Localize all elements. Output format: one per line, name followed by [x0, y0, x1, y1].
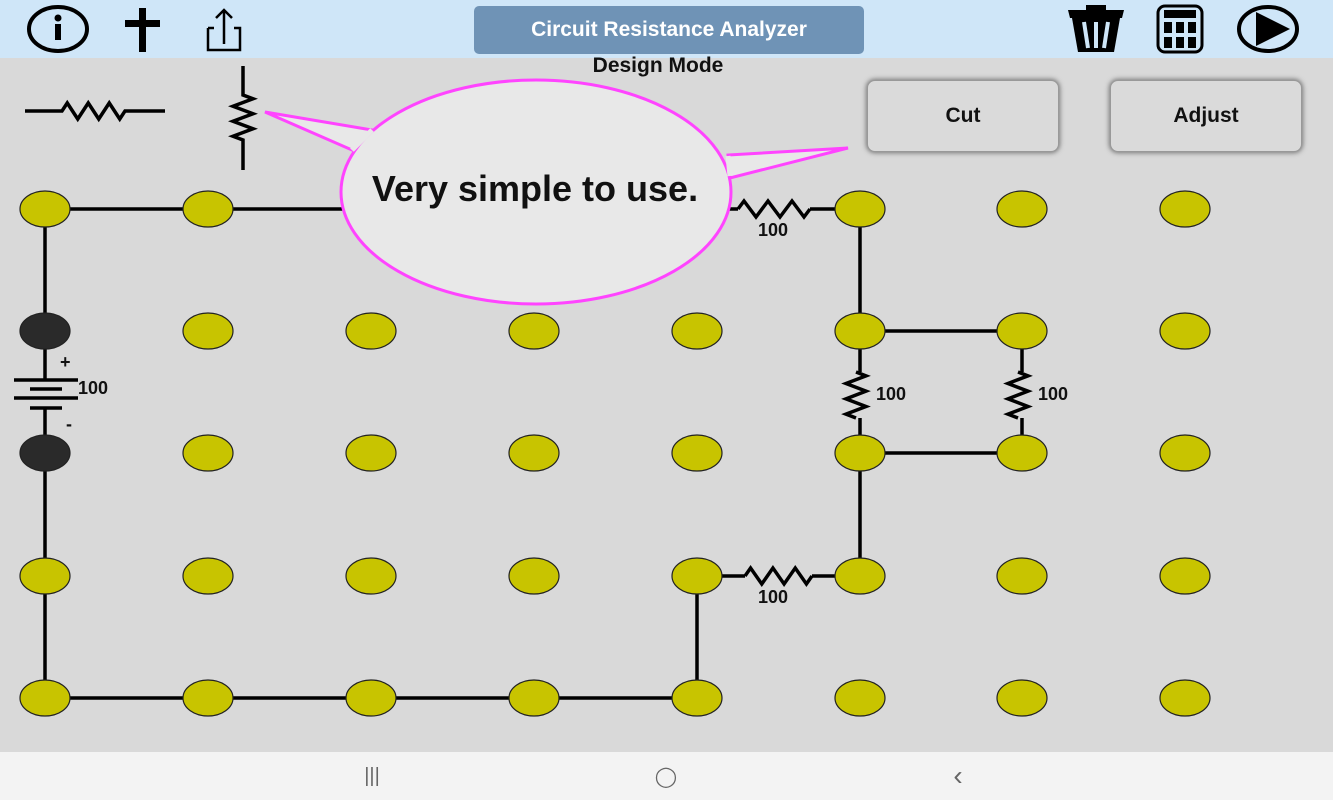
- grid-node[interactable]: [1159, 312, 1211, 350]
- system-nav-bar: ||| ◯ ‹: [0, 752, 1333, 800]
- grid-node[interactable]: [1159, 557, 1211, 595]
- grid-node[interactable]: [182, 190, 234, 228]
- grid-node[interactable]: [671, 679, 723, 717]
- battery-minus-sign: -: [66, 414, 72, 434]
- grid-node[interactable]: [996, 679, 1048, 717]
- grid-node[interactable]: [19, 679, 71, 717]
- calculator-icon[interactable]: [1148, 4, 1212, 54]
- back-button[interactable]: ‹: [953, 760, 963, 791]
- grid-node[interactable]: [1159, 434, 1211, 472]
- tooltip-bubble: [339, 78, 733, 306]
- resistor-top-value: 100: [758, 220, 788, 240]
- cross-icon[interactable]: [110, 4, 174, 54]
- tooltip-tail-join: [350, 128, 733, 177]
- tooltip-tail-right: [726, 146, 849, 180]
- battery-terminal-node[interactable]: [19, 312, 71, 350]
- resistor-left-vertical-value: 100: [876, 384, 906, 404]
- grid-node[interactable]: [834, 557, 886, 595]
- grid-node[interactable]: [345, 557, 397, 595]
- app-title: Circuit Resistance Analyzer: [474, 6, 864, 54]
- grid-node[interactable]: [508, 312, 560, 350]
- grid-node[interactable]: [1159, 679, 1211, 717]
- mode-label: Design Mode: [592, 54, 724, 77]
- battery-value: 100: [78, 378, 108, 398]
- horizontal-resistor-tool-icon: [25, 99, 165, 123]
- tooltip-text: Very simple to use.: [371, 168, 699, 209]
- vertical-resistor-tool-icon: [228, 66, 258, 170]
- adjust-button[interactable]: Adjust: [1110, 80, 1302, 152]
- grid-node[interactable]: [671, 312, 723, 350]
- grid-node[interactable]: [834, 312, 886, 350]
- grid-node[interactable]: [345, 434, 397, 472]
- grid-node[interactable]: [834, 190, 886, 228]
- grid-node[interactable]: [996, 190, 1048, 228]
- grid-node[interactable]: [671, 557, 723, 595]
- recent-apps-button[interactable]: |||: [364, 764, 380, 787]
- trash-icon[interactable]: [1064, 4, 1128, 54]
- grid-node[interactable]: [182, 557, 234, 595]
- grid-node[interactable]: [996, 312, 1048, 350]
- resistor-bottom-value: 100: [758, 587, 788, 607]
- grid-node[interactable]: [508, 557, 560, 595]
- grid-node[interactable]: [834, 434, 886, 472]
- resistor-right-vertical: [1003, 370, 1033, 420]
- grid-node[interactable]: [345, 312, 397, 350]
- grid-node[interactable]: [345, 679, 397, 717]
- grid-node[interactable]: [671, 434, 723, 472]
- grid-node[interactable]: [182, 679, 234, 717]
- grid-node[interactable]: [182, 434, 234, 472]
- grid-node[interactable]: [508, 679, 560, 717]
- resistor-left-vertical: [841, 370, 871, 420]
- battery-terminal-node[interactable]: [19, 434, 71, 472]
- grid-node[interactable]: [1159, 190, 1211, 228]
- play-icon[interactable]: [1236, 4, 1300, 54]
- battery-plus-sign: +: [60, 352, 71, 372]
- share-icon[interactable]: [192, 4, 256, 54]
- grid-node[interactable]: [508, 434, 560, 472]
- circuit-board[interactable]: 100 100 100 100 100 + -: [0, 0, 1333, 752]
- grid-node[interactable]: [834, 679, 886, 717]
- grid-node[interactable]: [996, 434, 1048, 472]
- grid-node[interactable]: [182, 312, 234, 350]
- resistor-right-vertical-value: 100: [1038, 384, 1068, 404]
- home-button[interactable]: ◯: [654, 765, 678, 788]
- grid-node[interactable]: [19, 190, 71, 228]
- resistor-top: [736, 198, 812, 220]
- resistor-bottom: [743, 564, 814, 588]
- grid-node[interactable]: [996, 557, 1048, 595]
- top-toolbar: Circuit Resistance Analyzer: [0, 0, 1333, 58]
- grid-node[interactable]: [19, 557, 71, 595]
- cut-button[interactable]: Cut: [867, 80, 1059, 152]
- info-icon[interactable]: [26, 4, 90, 54]
